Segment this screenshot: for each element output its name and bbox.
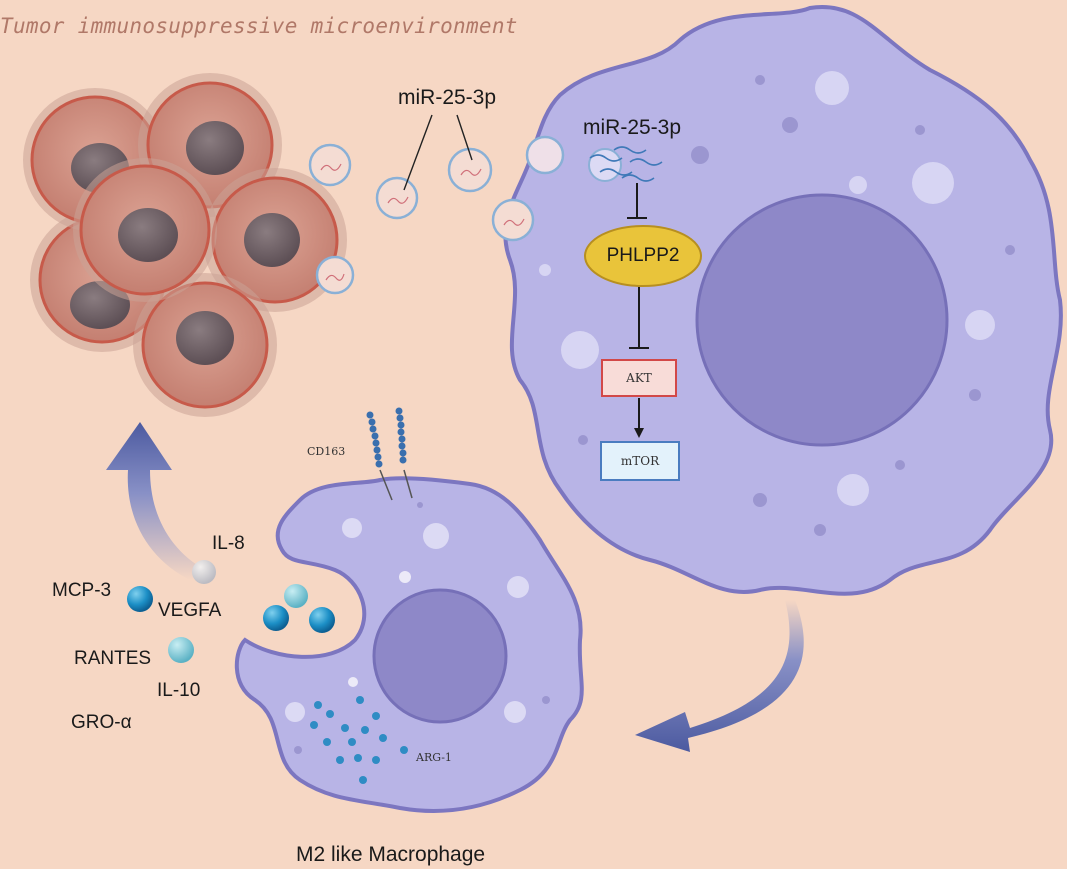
tumor-cell [73, 158, 217, 302]
mtor-box: mTOR [600, 441, 680, 481]
arrow-to-tumor [106, 422, 205, 580]
cytokine-il-8: IL-8 [212, 533, 245, 554]
cytokine-particle [309, 607, 335, 633]
cytokine-vegfa: VEGFA [158, 600, 222, 621]
pathway-arrows [627, 183, 649, 438]
exosome [375, 176, 419, 220]
cytokine-mcp-3: MCP-3 [52, 580, 112, 601]
rantes-particle [168, 637, 194, 663]
arg1-label: ARG-1 [416, 751, 452, 764]
arrow-head [634, 428, 644, 438]
macrophage-label: M2 like Macrophage [296, 843, 486, 866]
exosome [308, 143, 352, 187]
il-8-particle [192, 560, 216, 584]
mirna-strands [589, 146, 663, 182]
tumor-cell [133, 273, 277, 417]
exosome [491, 198, 535, 242]
cytokine-rantes: RANTES [74, 648, 152, 669]
cytokine-particle [284, 584, 308, 608]
mtor-label: mTOR [620, 454, 660, 468]
arg1-particles [310, 696, 408, 784]
phlpp2-label: PHLPP2 [606, 245, 680, 266]
cytokine-particles [127, 560, 335, 663]
recipient-cell [503, 4, 1063, 596]
exosome [588, 148, 622, 182]
m2-macrophage [234, 476, 584, 813]
exosome [525, 135, 565, 175]
cytokine-il-10: IL-10 [157, 680, 201, 701]
cytokine-particle [263, 605, 289, 631]
mirna-label: miR-25-3p [398, 86, 497, 109]
akt-label: AKT [626, 371, 652, 385]
cd163-label: CD163 [307, 445, 346, 458]
tumor-cell [203, 168, 347, 312]
akt-box: AKT [601, 359, 677, 397]
diagram-title: Tumor immunosuppressive microenvironment [0, 14, 518, 38]
exosome-group [308, 114, 622, 295]
mirna-inside-label: miR-25-3p [583, 116, 682, 139]
cd163-receptors [366, 407, 413, 501]
recipient-nucleus [695, 193, 949, 447]
label-pointer [403, 114, 433, 191]
exosome [447, 147, 493, 193]
tumor-cell-cluster [23, 73, 347, 417]
arrow-to-macrophage [635, 600, 804, 752]
phlpp2-node [584, 225, 702, 287]
mcp-3-particle [127, 586, 153, 612]
cytokine-gro-alpha: GRO-α [71, 712, 132, 733]
m2-nucleus [372, 588, 508, 724]
exosome [315, 255, 355, 295]
label-pointer [456, 114, 473, 161]
